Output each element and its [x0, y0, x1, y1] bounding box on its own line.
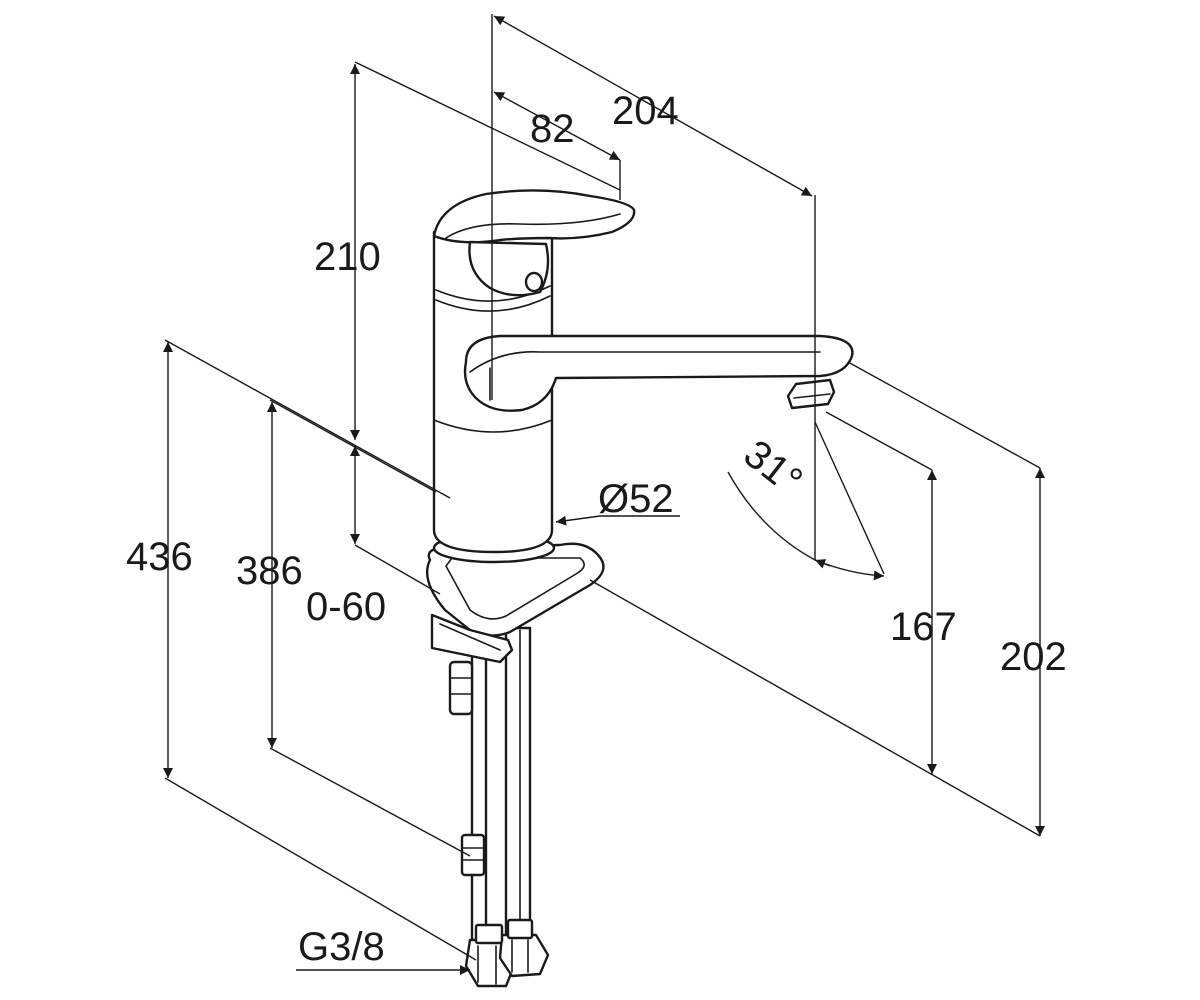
label-body-height: 210: [314, 235, 381, 279]
spout: [463, 334, 854, 412]
mounting-bracket: [425, 542, 605, 664]
label-total-height: 436: [126, 535, 193, 579]
label-spout-top-height: 202: [1000, 635, 1067, 679]
label-swivel-angle: 31°: [736, 432, 811, 504]
label-lever-depth: 82: [530, 107, 575, 151]
label-spout-reach: 204: [612, 89, 679, 133]
faucet-illustration: [425, 189, 854, 988]
label-spout-outlet-height: 167: [890, 605, 957, 649]
label-connection-thread: G3/8: [298, 925, 385, 969]
label-height-under-counter: 386: [236, 549, 303, 593]
label-base-diameter: Ø52: [598, 477, 674, 521]
dimension-lines: [163, 14, 1045, 975]
supply-hoses: [448, 626, 532, 942]
label-counter-thickness: 0-60: [306, 585, 386, 629]
connection-nuts: [464, 918, 550, 988]
